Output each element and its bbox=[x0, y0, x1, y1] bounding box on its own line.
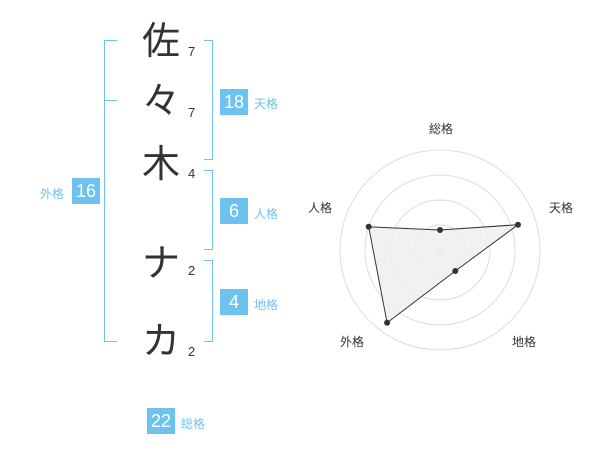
stroke-count-4: 2 bbox=[188, 263, 196, 278]
radar-series-polygon bbox=[368, 224, 520, 324]
radar-ring-4 bbox=[339, 149, 541, 351]
radar-ring-3 bbox=[364, 174, 516, 326]
gaikaku-bracket bbox=[104, 40, 117, 342]
name-char-1: 佐 bbox=[141, 19, 180, 63]
chikaku-bracket bbox=[204, 260, 213, 342]
radar-point-3 bbox=[384, 319, 391, 326]
chikaku-score: 4 bbox=[220, 289, 248, 315]
name-char-5: カ bbox=[141, 319, 180, 363]
name-char-3: 木 bbox=[141, 142, 180, 186]
radar-axis-label-tenkaku: 天格 bbox=[549, 200, 573, 215]
name-char-4: ナ bbox=[141, 241, 180, 285]
gaikaku-score: 16 bbox=[72, 178, 100, 204]
jinkaku-bracket bbox=[204, 170, 213, 250]
tenkaku-score: 18 bbox=[220, 89, 248, 115]
stroke-count-1: 7 bbox=[188, 44, 196, 59]
radar-point-1 bbox=[515, 221, 521, 228]
tenkaku-label: 天格 bbox=[254, 97, 279, 111]
radar-point-0 bbox=[437, 227, 443, 233]
stroke-count-3: 4 bbox=[188, 166, 196, 181]
radar-axis-label-soukaku: 総格 bbox=[429, 121, 453, 136]
radar-axis-label-jinkaku: 人格 bbox=[308, 200, 332, 215]
soukaku-score: 22 bbox=[147, 408, 175, 434]
tenkaku-bracket bbox=[204, 40, 213, 160]
radar-axis-label-chikaku: 地格 bbox=[512, 334, 536, 349]
stroke-count-2: 7 bbox=[188, 105, 196, 120]
radar-point-4 bbox=[365, 223, 372, 230]
radar-axis-label-gaikaku: 外格 bbox=[340, 334, 364, 349]
name-char-2: 々 bbox=[141, 79, 180, 123]
gaikaku-label: 外格 bbox=[40, 187, 65, 201]
jinkaku-score: 6 bbox=[220, 198, 248, 224]
chikaku-label: 地格 bbox=[254, 298, 279, 312]
radar-point-2 bbox=[452, 268, 459, 274]
soukaku-label: 総格 bbox=[181, 417, 206, 431]
gaikaku-bracket-tick bbox=[104, 100, 117, 101]
stroke-count-5: 2 bbox=[188, 344, 196, 359]
jinkaku-label: 人格 bbox=[254, 207, 279, 221]
